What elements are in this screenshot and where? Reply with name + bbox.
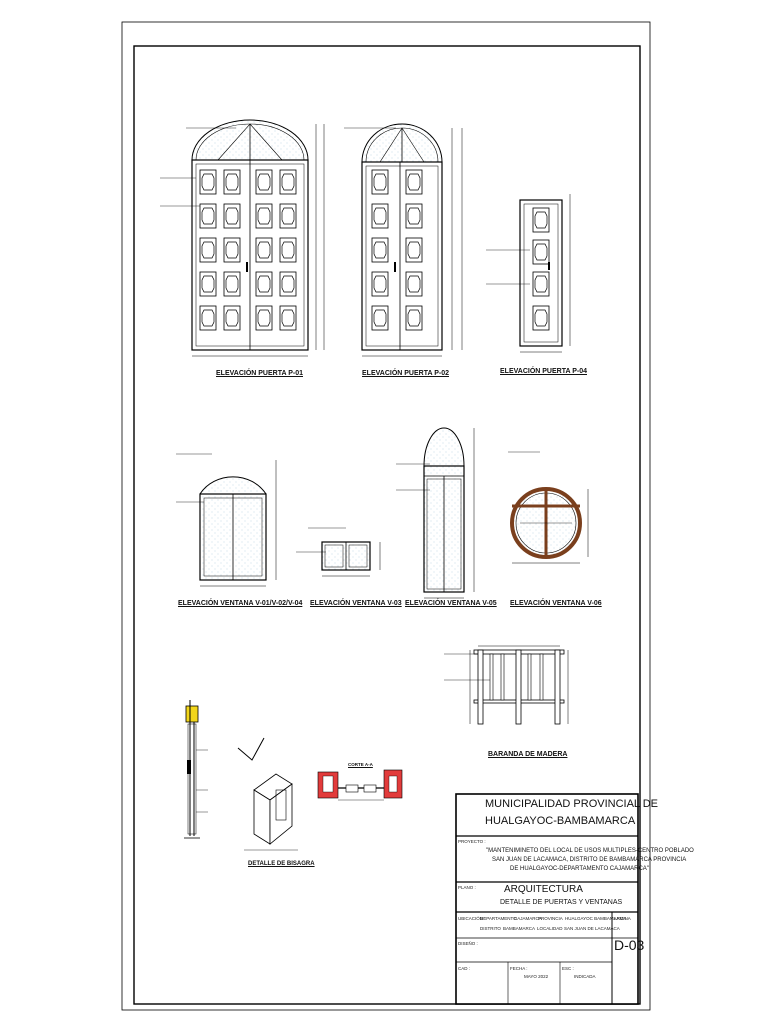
project-line2: SAN JUAN DE LACAMACA, DISTRITO DE BAMBAM…: [492, 857, 687, 863]
outer-border: [121, 21, 651, 1011]
label-window-v01: ELEVACIÓN VENTANA V-01/V-02/V-04: [178, 600, 303, 607]
escala-value: INDICADA: [574, 974, 596, 979]
escala-label: ESC :: [562, 966, 574, 971]
localidad-label: LOCALIDAD: [537, 926, 563, 931]
lamina-label: LAMINA: [614, 916, 631, 921]
project-line1: "MANTENIMINETO DEL LOCAL DE USOS MULTIPL…: [486, 848, 694, 854]
project-line3: DE HUALGAYOC-DEPARTAMENTO CAJAMARCA": [510, 866, 649, 872]
specialty-title: ARQUITECTURA: [504, 884, 583, 895]
cad-label: CAD :: [458, 966, 471, 971]
door-p02-elevation: [344, 123, 463, 357]
inner-border: [133, 45, 641, 1005]
provincia-label: PROVINCIA: [538, 916, 563, 921]
sheet-title: DETALLE DE PUERTAS Y VENTANAS: [500, 899, 623, 906]
entity-name-line2: HUALGAYOC-BAMBAMARCA: [485, 815, 636, 827]
baranda-elevation: [444, 645, 569, 725]
section-aa: [317, 769, 403, 801]
plano-label: PLANO :: [458, 885, 476, 890]
provincia-value: HUALGAYOC BAMBAMARCA: [565, 916, 627, 921]
label-corte-aa: CORTE A-A: [348, 762, 373, 767]
departamento-label: DEPARTAMENTO: [480, 916, 517, 921]
title-block-frame: [455, 793, 639, 1005]
label-window-v06: ELEVACIÓN VENTANA V-06: [510, 600, 602, 607]
door-section-detail: [184, 700, 208, 839]
label-door-p04: ELEVACIÓN PUERTA P-04: [500, 368, 587, 375]
project-label: PROYECTO :: [458, 839, 486, 844]
distrito-label: DISTRITO: [480, 926, 501, 931]
label-door-p01: ELEVACIÓN PUERTA P-01: [216, 370, 303, 377]
departamento-value: CAJAMARCA: [514, 916, 542, 921]
window-v03-elevation: [296, 527, 381, 577]
fecha-value: MAYO 2022: [524, 974, 549, 979]
ubicacion-label: UBICACIÓN :: [458, 916, 486, 921]
label-bisagra: DETALLE DE BISAGRA: [248, 861, 315, 867]
distrito-value: BAMBAMARCA: [503, 926, 536, 931]
diseno-label: DISEÑO :: [458, 941, 478, 946]
entity-name-line1: MUNICIPALIDAD PROVINCIAL DE: [485, 798, 658, 810]
hinge-detail: [237, 737, 298, 851]
label-baranda: BARANDA DE MADERA: [488, 751, 568, 758]
door-p01-elevation: [160, 119, 325, 357]
localidad-value: SAN JUAN DE LACAMACA: [564, 926, 620, 931]
fecha-label: FECHA :: [510, 966, 528, 971]
label-window-v05: ELEVACIÓN VENTANA V-05: [405, 600, 497, 607]
window-v05-elevation: [396, 427, 475, 599]
label-door-p02: ELEVACIÓN PUERTA P-02: [362, 370, 449, 377]
sheet-number: D-03: [614, 937, 645, 953]
window-v01-elevation: [176, 453, 277, 587]
window-v06-elevation: [508, 451, 589, 564]
label-window-v03: ELEVACIÓN VENTANA V-03: [310, 600, 402, 607]
door-p04-elevation: [486, 194, 571, 353]
